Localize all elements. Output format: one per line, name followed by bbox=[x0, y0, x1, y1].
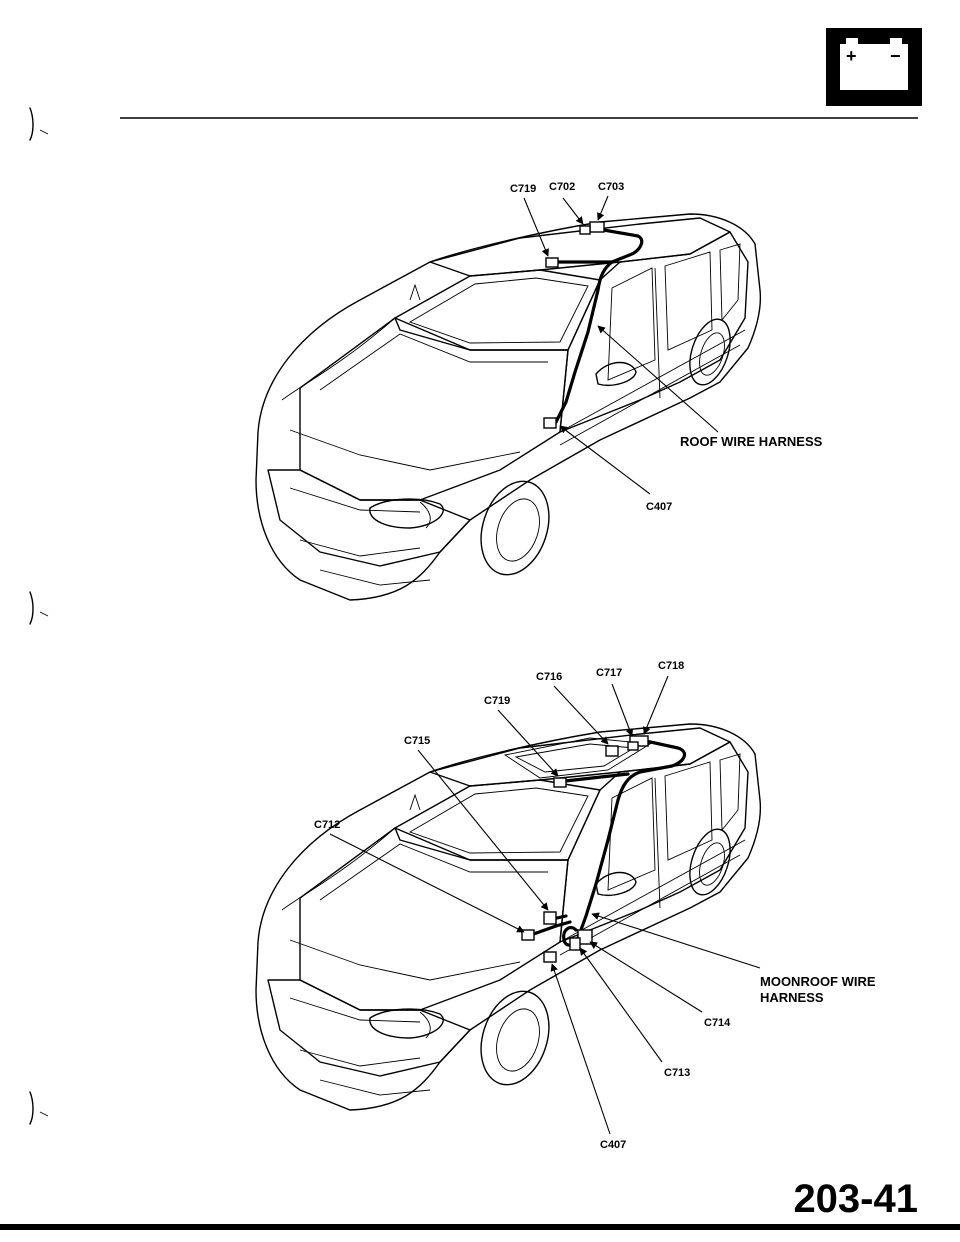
top-car-drawing bbox=[255, 213, 762, 601]
leader-c712 bbox=[329, 833, 525, 933]
page-number: 203-41 bbox=[793, 1177, 918, 1221]
battery-plus-glyph: + bbox=[846, 46, 857, 66]
leader-c718 bbox=[643, 675, 669, 735]
leader-moonroof-harness bbox=[591, 912, 761, 969]
leader-c407-bottom bbox=[550, 963, 611, 1135]
label-c407-bottom: C407 bbox=[600, 1139, 626, 1151]
label-c714: C714 bbox=[704, 1017, 731, 1029]
label-c712: C712 bbox=[314, 819, 340, 831]
leader-c702-top bbox=[562, 197, 584, 225]
connector-c716 bbox=[605, 745, 619, 757]
leader-roof-harness bbox=[597, 325, 719, 433]
binding-mark-top bbox=[29, 107, 34, 141]
label-moonroof-harness-line1: MOONROOF WIRE bbox=[760, 974, 876, 989]
label-c702-top: C702 bbox=[549, 181, 575, 193]
moonroof-wire-harness bbox=[562, 736, 687, 947]
connector-c407-bottom bbox=[543, 951, 557, 963]
moonroof-glass bbox=[514, 743, 636, 773]
label-c717: C717 bbox=[596, 667, 622, 679]
connector-c712 bbox=[521, 929, 535, 941]
connector-c407 bbox=[543, 417, 557, 429]
leader-c715 bbox=[417, 749, 549, 911]
bottom-diagram: C717 C718 C716 C719 C715 C712 MOONROOF W… bbox=[255, 660, 876, 1151]
label-c703-top: C703 bbox=[598, 181, 624, 193]
leader-c713 bbox=[579, 947, 663, 1063]
binding-mark-middle bbox=[29, 591, 34, 625]
label-c407-top: C407 bbox=[646, 501, 672, 513]
moonroof-harness-branch-left bbox=[526, 920, 572, 938]
label-c713: C713 bbox=[664, 1067, 690, 1079]
label-moonroof-harness-line2: HARNESS bbox=[760, 990, 824, 1005]
leader-c714 bbox=[589, 941, 703, 1013]
top-diagram: C719 C702 C703 ROOF WIRE HARNESS C407 bbox=[255, 181, 823, 601]
leader-c717 bbox=[611, 683, 634, 737]
bottom-car-drawing bbox=[255, 723, 762, 1111]
battery-icon: + − bbox=[826, 28, 922, 106]
connector-c718 bbox=[629, 735, 649, 747]
leader-c716 bbox=[553, 685, 609, 745]
connector-c717 bbox=[627, 741, 639, 751]
connector-c719 bbox=[545, 257, 559, 268]
binding-tick-middle bbox=[39, 611, 49, 617]
binding-tick-bottom bbox=[39, 1111, 49, 1117]
connector-c702 bbox=[579, 225, 591, 235]
connector-c713 bbox=[569, 937, 581, 951]
leader-c703-top bbox=[597, 195, 609, 221]
label-c716: C716 bbox=[536, 671, 562, 683]
label-c718: C718 bbox=[658, 660, 684, 672]
binding-tick-top bbox=[39, 129, 49, 135]
connector-c703 bbox=[589, 221, 605, 233]
label-c719-top: C719 bbox=[510, 183, 536, 195]
footer-rule bbox=[0, 1224, 960, 1230]
label-roof-wire-harness: ROOF WIRE HARNESS bbox=[680, 434, 823, 449]
leader-c719-top bbox=[523, 197, 549, 257]
leader-c719-bottom bbox=[497, 709, 559, 777]
binding-mark-bottom bbox=[29, 1091, 34, 1125]
connector-c714 bbox=[577, 929, 593, 945]
label-c719-bottom: C719 bbox=[484, 695, 510, 707]
connector-c715 bbox=[543, 911, 557, 925]
leader-c407-top bbox=[559, 425, 651, 495]
moonroof-harness-branch-top bbox=[554, 772, 630, 784]
moonroof-panel bbox=[503, 737, 652, 779]
connector-c719-bottom bbox=[553, 777, 567, 788]
label-c715: C715 bbox=[404, 735, 430, 747]
battery-minus-glyph: − bbox=[890, 46, 901, 66]
